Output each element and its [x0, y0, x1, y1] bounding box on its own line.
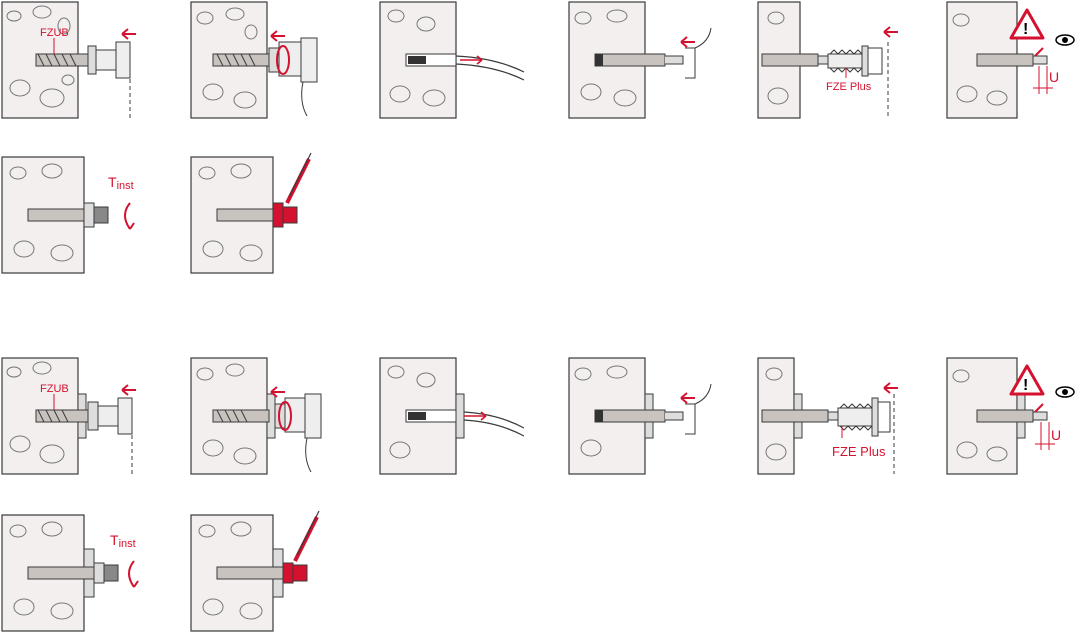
anchor-bolt [27, 562, 119, 584]
arrow-left-icon [270, 386, 285, 398]
rotation-icon [124, 202, 135, 230]
rotation-icon [128, 560, 139, 588]
u-label: U [1051, 427, 1061, 443]
fixture-plate [455, 393, 465, 439]
arrow-left-icon [883, 382, 898, 394]
anchor-bolt [976, 409, 1048, 423]
setting-tool-icon [685, 383, 712, 435]
seq1-step6-check-setting: ! U [946, 1, 1079, 120]
arrow-left-icon [680, 392, 695, 404]
fze-plus-label: FZE Plus [826, 81, 872, 93]
t-inst-label: Tinst [108, 174, 134, 192]
seq2-step7-tighten-torque: Tinst [1, 514, 152, 633]
anchor-bolt [976, 53, 1048, 67]
blow-out-pump-icon [405, 53, 525, 81]
fze-plus-callout: FZE Plus [826, 68, 872, 93]
rotation-icon [276, 45, 290, 75]
anchor-bolt [594, 53, 684, 67]
warning-icon: ! [1009, 364, 1045, 396]
t-inst-label: Tinst [110, 532, 136, 550]
eye-icon [1055, 34, 1075, 46]
t-inst-sub: inst [119, 538, 136, 550]
seq1-step3-clean-hole [379, 1, 530, 120]
arrow-left-icon [1034, 403, 1044, 413]
seq1-step1-drill-hole: FZUB [1, 1, 152, 120]
t-inst-main: T [108, 174, 117, 190]
fze-plus-callout: FZE Plus [832, 426, 886, 459]
anchor-bolt [594, 409, 684, 423]
seq2-step8-mark-anchor [190, 510, 341, 633]
setting-tool-icon [685, 27, 712, 79]
fzub-label: FZUB [40, 27, 69, 39]
blow-out-pump-icon [405, 409, 525, 437]
anchor-bolt [761, 409, 839, 423]
t-inst-main: T [110, 532, 119, 548]
anchor-bolt [216, 202, 298, 228]
seq1-step2-undercut-drill [190, 1, 341, 120]
svg-text:Tinst: Tinst [108, 174, 134, 192]
arrow-left-icon [121, 28, 136, 40]
seq2-step2-undercut-drill [190, 357, 341, 476]
svg-text:Tinst: Tinst [110, 532, 136, 550]
drill-icon [212, 37, 318, 117]
concrete-block [190, 357, 268, 475]
warning-icon: ! [1009, 8, 1045, 40]
arrow-left-icon [883, 26, 898, 38]
rotation-icon [278, 401, 292, 431]
anchor-bolt [27, 202, 109, 228]
marker-pen-icon [285, 152, 312, 204]
t-inst-sub: inst [117, 180, 134, 192]
svg-text:!: ! [1023, 21, 1028, 38]
seq2-step4-insert-anchor [568, 357, 719, 476]
drill-icon [35, 41, 131, 118]
seq2-step3-clean-hole [379, 357, 530, 476]
drill-icon [35, 397, 133, 474]
arrow-left-icon [680, 36, 695, 48]
seq1-step7-tighten-torque: Tinst [1, 156, 152, 275]
fze-plus-label: FZE Plus [832, 444, 886, 459]
anchor-bolt [761, 53, 829, 67]
svg-text:!: ! [1023, 377, 1028, 394]
seq2-step1-drill-hole: FZUB [1, 357, 152, 476]
fzub-callout: FZUB [40, 27, 69, 54]
anchor-bolt [216, 562, 308, 584]
seq2-step5-set-anchor: FZE Plus [757, 357, 908, 476]
u-dimension: U [1035, 422, 1061, 450]
setting-tool-icon [837, 394, 895, 474]
arrow-left-icon [121, 384, 136, 396]
eye-icon [1055, 386, 1075, 398]
fzub-label: FZUB [40, 383, 69, 395]
u-dimension: U [1033, 66, 1059, 94]
arrow-left-icon [1034, 47, 1044, 57]
setting-tool-icon [827, 42, 889, 118]
marker-pen-icon [293, 510, 320, 562]
seq1-step4-insert-anchor [568, 1, 719, 120]
seq1-step5-set-anchor: FZE Plus [757, 1, 908, 120]
u-label: U [1049, 69, 1059, 85]
seq2-step6-check-setting: ! U [946, 357, 1079, 476]
fzub-callout: FZUB [40, 383, 69, 410]
drill-icon [212, 393, 322, 473]
arrow-left-icon [270, 30, 285, 42]
seq1-step8-mark-anchor [190, 152, 341, 275]
